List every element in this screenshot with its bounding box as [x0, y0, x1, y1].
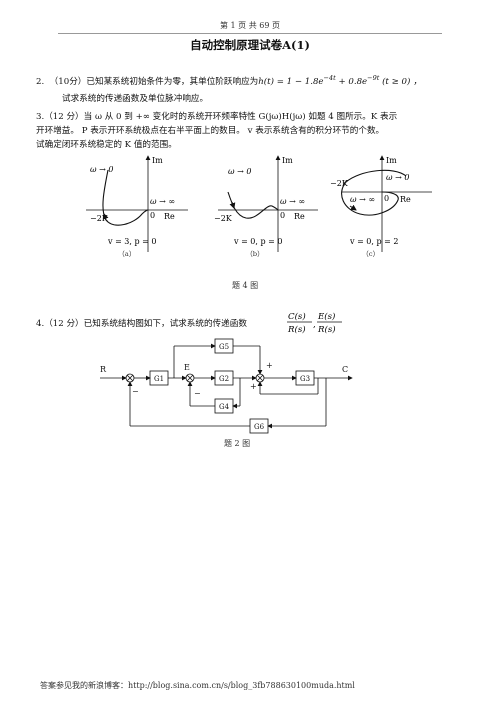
- g1-label: G1: [154, 375, 164, 383]
- figure-4-caption: 题 4 图: [232, 281, 259, 290]
- nyquist-plot-b: Im Re 0 ω → 0 ω → ∞ −2K v = 0, p = 0 （b）: [214, 155, 318, 258]
- omega-inf-label: ω → ∞: [350, 195, 375, 204]
- question-4-text: 4.（12 分）已知系统结构图如下，试求系统的传递函数: [36, 319, 247, 329]
- neg-2k-label: −2K: [330, 179, 349, 188]
- frac2-numerator: E(s): [317, 311, 335, 322]
- g3-label: G3: [300, 375, 310, 383]
- output-c-label: C: [342, 365, 348, 374]
- plot-a-label: （a）: [118, 250, 136, 258]
- omega-zero-label: ω → 0: [90, 165, 113, 174]
- im-axis-label: Im: [282, 156, 293, 165]
- question-3-line2: 开环增益。 P 表示开环系统极点在右半平面上的数目。 v 表示系统含有的积分环节…: [36, 126, 385, 136]
- re-axis-label: Re: [164, 212, 175, 221]
- page-title: 自动控制原理试卷A(1): [190, 38, 310, 52]
- frac2-denominator: R(s): [317, 324, 336, 335]
- neg-2k-label: −2K: [90, 214, 109, 223]
- question-2-line1: 2. （10分）已知某系统初始条件为零，其单位阶跃响应为h(t) = 1 − 1…: [36, 72, 422, 89]
- im-axis-label: Im: [152, 156, 163, 165]
- nyquist-plot-a: Im Re 0 ω → 0 ω → ∞ −2K v = 3, p = 0 （a）: [86, 155, 188, 258]
- g2-label: G2: [219, 375, 229, 383]
- nyquist-curve-b: [227, 191, 279, 219]
- q2-formula: h(t) = 1 − 1.8e−4t + 0.8e−9t (t ≥ 0) ，: [258, 74, 422, 87]
- plot-b-label: （b）: [246, 250, 264, 258]
- g6-label: G6: [254, 423, 265, 431]
- origin-label: 0: [280, 211, 285, 220]
- nyquist-curve-c: [341, 169, 407, 216]
- omega-zero-label: ω → 0: [386, 173, 409, 182]
- nyquist-curve-a: [102, 169, 149, 226]
- frac1-numerator: C(s): [288, 311, 306, 322]
- neg-2k-label: −2K: [214, 214, 233, 223]
- figure-2-caption: 题 2 图: [224, 439, 251, 448]
- origin-label: 0: [150, 211, 155, 220]
- plot-c-label: （c）: [362, 250, 379, 258]
- plot-a-condition: v = 3, p = 0: [107, 237, 156, 246]
- page-footer: 答案参见我的新浪博客：http://blog.sina.com.cn/s/blo…: [40, 681, 355, 690]
- plus-sign-bottom: +: [250, 382, 257, 391]
- re-axis-label: Re: [400, 195, 411, 204]
- nyquist-plot-c: Im Re 0 ω → 0 ω → ∞ −2K v = 0, p = 2 （c）: [330, 155, 432, 258]
- q4-transfer-functions: C(s) R(s) , E(s) R(s): [287, 311, 342, 335]
- question-3-line3: 试确定闭环系统稳定的 K 值的范围。: [36, 140, 177, 150]
- page-header: 第 1 页 共 69 页: [220, 21, 280, 30]
- omega-inf-label: ω → ∞: [280, 197, 305, 206]
- minus-sign-1: −: [132, 387, 139, 396]
- plus-sign-top: +: [266, 361, 273, 370]
- figure-4-nyquist-plots: Im Re 0 ω → 0 ω → ∞ −2K v = 3, p = 0 （a）…: [86, 155, 432, 258]
- im-axis-label: Im: [386, 156, 397, 165]
- question-2-line2: 试求系统的传递函数及单位脉冲响应。: [62, 94, 209, 104]
- plot-b-condition: v = 0, p = 0: [233, 237, 282, 246]
- plot-c-condition: v = 0, p = 2: [349, 237, 398, 246]
- omega-inf-label: ω → ∞: [150, 197, 175, 206]
- frac-separator: ,: [313, 320, 316, 330]
- minus-sign-2: −: [194, 389, 201, 398]
- omega-zero-label: ω → 0: [228, 167, 251, 176]
- g4-label: G4: [219, 403, 230, 411]
- input-r-label: R: [100, 365, 107, 374]
- question-3-line1: 3.（12 分）当 ω 从 0 到 +∞ 变化时的系统开环频率特性 G(jω)H…: [36, 112, 398, 122]
- header-divider: [58, 33, 442, 34]
- origin-label: 0: [384, 194, 389, 203]
- re-axis-label: Re: [294, 212, 305, 221]
- q2-text: 2. （10分）已知某系统初始条件为零，其单位阶跃响应为: [36, 76, 259, 87]
- g5-label: G5: [219, 343, 229, 351]
- figure-2-block-diagram: R E C G1 G2 G3 G4 G5 G6 + + − −: [100, 338, 353, 434]
- error-e-label: E: [184, 363, 190, 372]
- frac1-denominator: R(s): [287, 324, 306, 335]
